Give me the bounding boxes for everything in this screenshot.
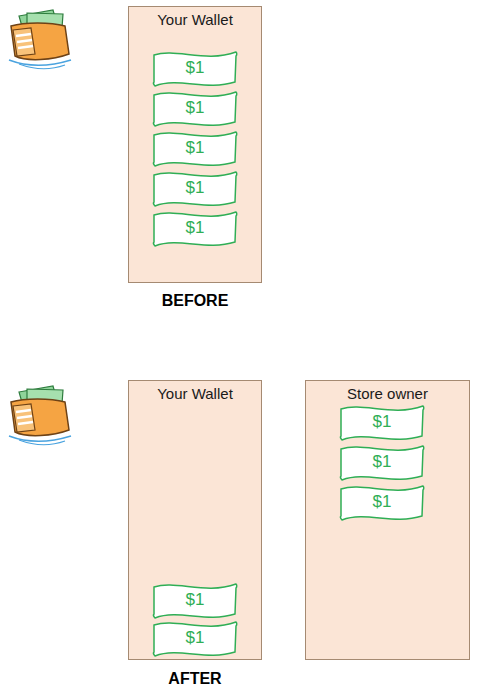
wallet-icon — [9, 386, 71, 445]
bill-amount: $1 — [151, 58, 239, 78]
bill-amount: $1 — [151, 218, 239, 238]
bill-amount: $1 — [151, 590, 239, 610]
bill-amount: $1 — [151, 98, 239, 118]
dollar-bill: $1 — [151, 49, 239, 87]
wallet-box: Store owner $1 $1 $1 — [305, 380, 470, 660]
wallet-icon — [9, 10, 71, 69]
wallet-box: Your Wallet $1 $1 $1 $1 $1 — [128, 6, 262, 283]
state-label: BEFORE — [135, 292, 255, 310]
dollar-bill: $1 — [151, 209, 239, 247]
dollar-bill: $1 — [338, 483, 426, 521]
dollar-bill: $1 — [151, 581, 239, 619]
dollar-bill: $1 — [151, 89, 239, 127]
dollar-bill: $1 — [151, 129, 239, 167]
bill-amount: $1 — [151, 138, 239, 158]
bill-amount: $1 — [338, 412, 426, 432]
box-title: Your Wallet — [129, 11, 261, 28]
bill-amount: $1 — [338, 492, 426, 512]
bill-amount: $1 — [151, 628, 239, 648]
state-label: AFTER — [135, 670, 255, 688]
dollar-bill: $1 — [338, 403, 426, 441]
bill-amount: $1 — [151, 178, 239, 198]
box-title: Your Wallet — [129, 385, 261, 402]
bill-amount: $1 — [338, 452, 426, 472]
dollar-bill: $1 — [151, 169, 239, 207]
box-title: Store owner — [306, 385, 469, 402]
dollar-bill: $1 — [338, 443, 426, 481]
dollar-bill: $1 — [151, 619, 239, 657]
wallet-box: Your Wallet $1 $1 — [128, 380, 262, 660]
